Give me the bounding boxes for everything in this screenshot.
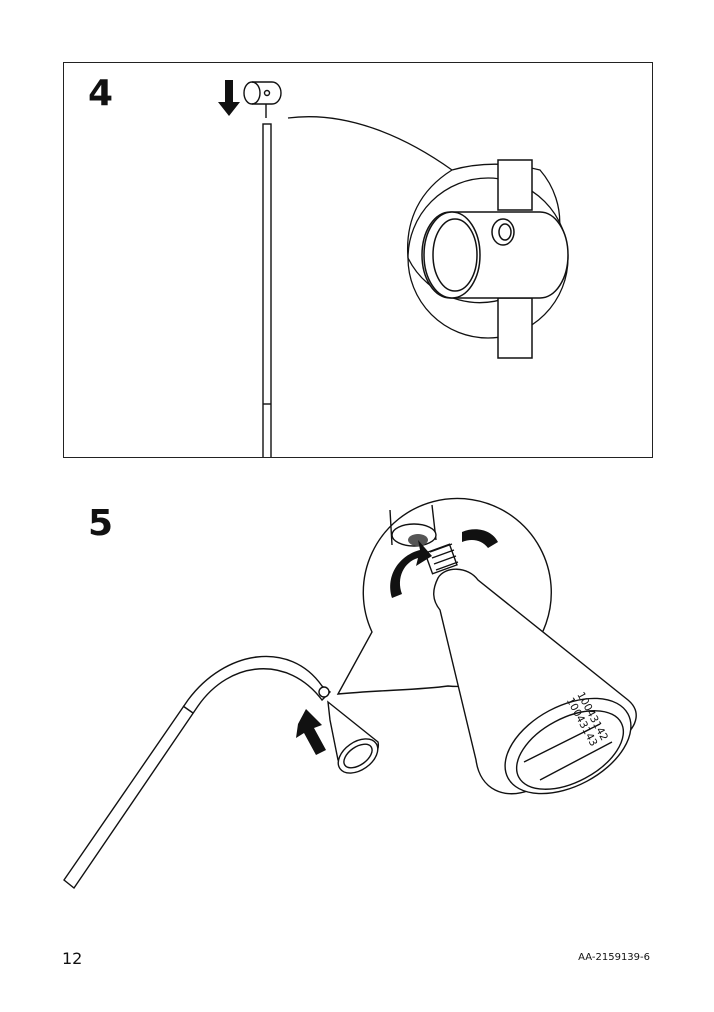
- lamp-shade-large: [433, 568, 637, 795]
- lamp-arm: [63, 655, 332, 890]
- lamp-shade-small: [327, 700, 379, 774]
- up-arrow-icon: [296, 709, 326, 755]
- pole: [262, 123, 272, 457]
- connector-detail: [421, 159, 569, 359]
- step-4-frame: [63, 62, 653, 458]
- down-arrow-icon: [218, 80, 240, 116]
- rotate-arrow-icon: [390, 540, 432, 598]
- step-4-number: 4: [88, 73, 114, 114]
- socket-detail: [389, 504, 459, 575]
- pole-cap-small: [243, 81, 282, 118]
- document-id: AA-2159139-6: [578, 952, 650, 963]
- step-5-illustration: [63, 497, 637, 890]
- step-4-illustration: [218, 80, 569, 457]
- step-5-number: 5: [88, 503, 114, 544]
- rotate-arrow-icon-2: [462, 529, 498, 548]
- page-number: 12: [62, 949, 83, 968]
